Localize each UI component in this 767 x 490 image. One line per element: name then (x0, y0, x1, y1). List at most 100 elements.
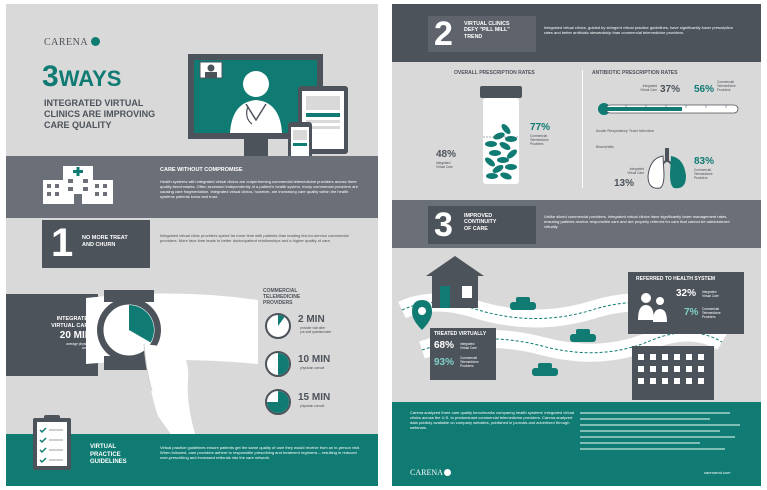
integrated-label: INTEGRATED VIRTUAL CARE (16, 316, 92, 329)
practice-heading-line: VIRTUAL (90, 444, 116, 450)
commercial-label-line: COMMERCIAL (263, 288, 298, 294)
referred-integrated-label-line: Integrated (702, 290, 717, 294)
commercial-label: COMMERCIAL TELEMEDICINE PROVIDERS (263, 288, 300, 306)
section1-heading: NO MORE TREAT AND CHURN (82, 235, 128, 248)
computer-doctor-illustration (188, 54, 348, 168)
provider-time-wedge (278, 315, 285, 326)
section2-number: 2 (434, 15, 453, 53)
section1-heading-box (42, 220, 150, 268)
integrated-caption: average physician consult (16, 342, 92, 350)
provider-value: 2 MIN (298, 314, 325, 325)
practice-heading: VIRTUAL PRACTICE GUIDELINES (90, 444, 127, 467)
integrated-box (6, 294, 98, 376)
subtitle: INTEGRATED VIRTUAL CLINICS ARE IMPROVING… (44, 98, 155, 131)
section3-text: Unlike siloed commercial providers, inte… (544, 214, 730, 229)
referred-integrated-label: Integrated Virtual Care (702, 290, 719, 298)
hospital-building-icon (43, 166, 113, 204)
referred-commercial-label-line: Telemedicine (702, 311, 721, 316)
main-title: 3WAYS (42, 62, 121, 94)
section3-heading-line: CONTINUITY (464, 219, 497, 226)
section3-number: 3 (434, 206, 453, 244)
acute-integrated-label: Integrated Virtual Care (617, 84, 657, 92)
logo-globe-icon (444, 469, 452, 476)
practice-heading-line: PRACTICE (90, 451, 121, 458)
section3-heading: IMPROVED CONTINUITY OF CARE (464, 213, 496, 232)
brand-name: CARENA (44, 37, 88, 48)
car-icon (570, 329, 596, 342)
website-link[interactable]: carenamd.com (704, 470, 731, 475)
overall-integrated-label-line: Integrated (436, 161, 451, 165)
title-word: WAYS (58, 66, 122, 91)
treated-integrated-label-line: Virtual Care (460, 346, 477, 351)
section1-text: Integrated virtual clinic providers spen… (160, 233, 349, 243)
bronchitis-commercial-label-line: Telemedicine (694, 172, 713, 177)
section3-heading-box (428, 206, 536, 244)
referred-box (628, 272, 744, 334)
provider-row: 2 MIN provider visit after pre-visit que… (264, 312, 374, 346)
acute-label: Acute Respiratory Tract Infection (596, 128, 655, 133)
commercial-label-line: TELEMEDICINE (263, 294, 301, 300)
provider-value: 15 MIN (298, 392, 331, 403)
referred-integrated-value: 32% (676, 288, 697, 299)
bronchitis-commercial-value: 83% (694, 156, 715, 167)
antibiotic-heading: ANTIBIOTIC PRESCRIPTION RATES (592, 70, 678, 76)
provider-clock-icon (265, 351, 291, 377)
section2-text: Integrated virtual clinics, guided by st… (544, 25, 733, 35)
section1-heading-line: AND CHURN (82, 241, 116, 248)
logo-globe-icon (90, 37, 100, 46)
provider-caption: physician consult (300, 404, 324, 408)
provider-caption: physician consult (300, 366, 324, 370)
overall-commercial-label-line: Telemedicine (530, 138, 549, 143)
bronchitis-commercial-label-line: Commercial (694, 168, 712, 172)
section2-heading: VIRTUAL CLINICS DEFY "PILL MILL" TREND (464, 21, 510, 40)
wrist-watch-illustration (86, 290, 258, 444)
provider-time-wedge (267, 391, 289, 413)
provider-clock-icon (265, 313, 291, 339)
overall-commercial-label-line: Providers (530, 142, 544, 147)
section2-heading-line: VIRTUAL CLINICS (464, 21, 510, 27)
title-number: 3 (42, 60, 59, 93)
integrated-label-line: INTEGRATED (56, 316, 92, 322)
section2-heading-box (428, 16, 536, 52)
subtitle-line: INTEGRATED VIRTUAL (44, 98, 144, 108)
hospital-building-icon (632, 346, 714, 400)
house-icon (426, 256, 484, 308)
bronchitis-integrated-value: 13% (614, 178, 635, 189)
acute-commercial-value: 56% (694, 84, 715, 95)
bronchitis-commercial-label-line: Providers (694, 176, 708, 181)
treated-integrated-value: 68% (434, 340, 455, 351)
integrated-caption-line: average physician (66, 342, 92, 346)
acute-integrated-label-line: Integrated (642, 84, 657, 88)
overall-commercial-label: Commercial Telemedicine Providers (530, 134, 549, 147)
integrated-value: 20 MIN (59, 330, 92, 341)
acute-commercial-label-line: Providers (717, 88, 731, 93)
acute-commercial-label-line: Telemedicine (717, 84, 736, 89)
provider-row: 10 MIN physician consult (264, 350, 374, 384)
acute-commercial-label-line: Commercial (717, 80, 735, 84)
section3-heading-line: OF CARE (464, 225, 488, 232)
referred-heading: REFERRED TO HEALTH SYSTEM (636, 276, 715, 282)
overall-commercial-label-line: Commercial (530, 134, 548, 138)
subtitle-line: CARE QUALITY (44, 120, 112, 130)
provider-caption: provider visit after pre-visit questionn… (300, 326, 331, 334)
section2-heading-line: TREND (464, 33, 483, 40)
bronchitis-integrated-label-line: Virtual Care (627, 171, 644, 176)
section2-heading-line: DEFY "PILL MILL" (464, 27, 510, 34)
treated-integrated-label-line: Integrated (460, 342, 475, 346)
clipboard-icon (33, 415, 71, 470)
overall-integrated-value: 48% (436, 149, 457, 160)
section1-heading-line: NO MORE TREAT (82, 235, 128, 241)
treated-commercial-label-line: Providers (460, 364, 474, 369)
referred-commercial-label: Commercial Telemedicine Providers (702, 307, 721, 320)
treated-commercial-label-line: Telemedicine (460, 360, 479, 365)
treated-heading: TREATED VIRTUALLY (434, 331, 487, 337)
commercial-label-line: PROVIDERS (263, 300, 293, 306)
footer-text: Carena analyzed three care quality bench… (410, 410, 574, 430)
provider-value: 10 MIN (298, 354, 331, 365)
subtitle-line: CLINICS ARE IMPROVING (44, 109, 156, 119)
provider-caption-line: physician consult (300, 404, 325, 408)
column-divider (582, 70, 583, 188)
family-icon (638, 293, 667, 322)
integrated-caption-line: consult (16, 346, 92, 350)
pill-bottle-icon (480, 86, 522, 184)
